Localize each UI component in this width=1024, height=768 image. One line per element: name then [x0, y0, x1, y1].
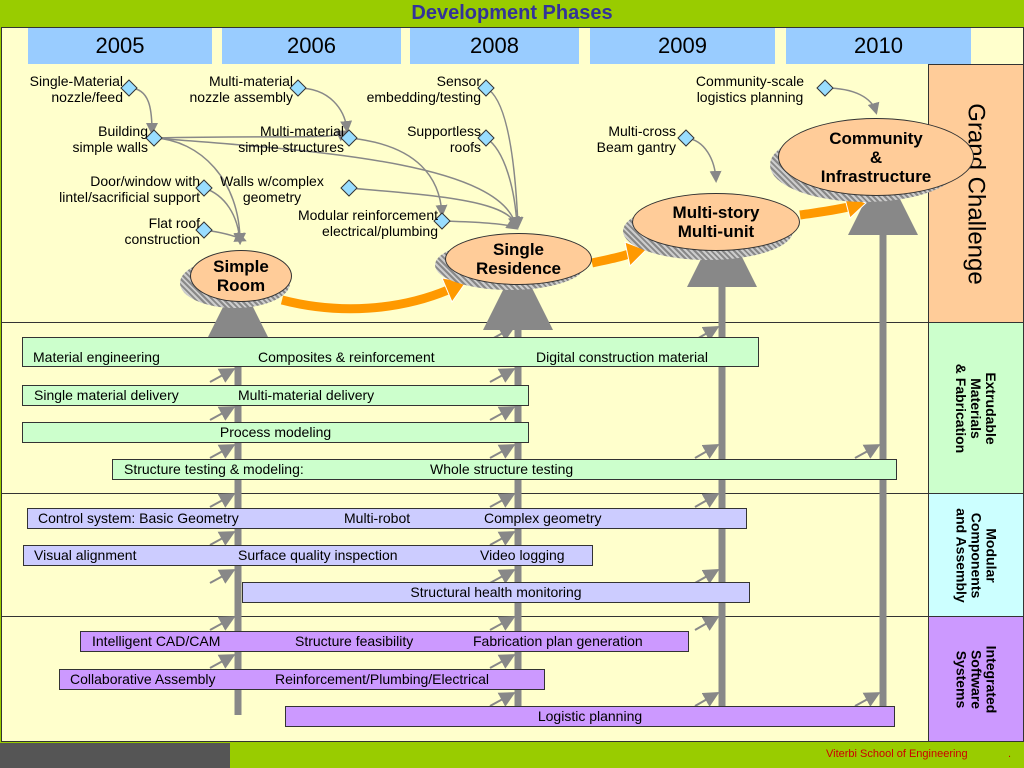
- bar-collaborative-assembly: Collaborative Assembly: [70, 671, 216, 687]
- bar-process-modeling: Process modeling: [219, 424, 332, 440]
- bar-cad: Intelligent CAD/CAM Structure feasibilit…: [80, 631, 689, 652]
- task-supportless: Supportless roofs: [407, 123, 481, 155]
- task-multi-material-structures: Multi-material simple structures: [238, 123, 344, 155]
- task-modular-reinforcement: Modular reinforcement electrical/plumbin…: [297, 207, 438, 239]
- task-building-simple-walls: Building simple walls: [72, 123, 148, 155]
- bar-multi-delivery: Multi-material delivery: [238, 387, 375, 403]
- milestone-single-residence: Single Residence: [445, 233, 592, 285]
- bar-structure-testing: Structure testing & modeling: Whole stru…: [112, 459, 897, 480]
- bar-single-delivery: Single material delivery: [34, 387, 179, 403]
- task-sensor: Sensor embedding/testing: [366, 73, 481, 105]
- footer-school: Viterbi School of Engineering: [826, 748, 968, 760]
- footer-right: [230, 743, 1024, 768]
- task-community-scale: Community-scale logistics planning: [695, 73, 805, 105]
- page-title: Development Phases: [411, 2, 613, 24]
- bar-digital-construction: Digital construction material: [536, 349, 708, 365]
- year-2008: 2008: [410, 28, 579, 64]
- bar-structure-testing-modeling: Structure testing & modeling:: [124, 461, 304, 477]
- bar-materials: Material engineering Composites & reinfo…: [22, 337, 759, 367]
- task-multi-material-nozzle: Multi-material nozzle assembly: [189, 73, 294, 105]
- bar-material-engineering: Material engineering: [33, 349, 160, 365]
- side-integrated: Integrated Software Systems: [928, 616, 1024, 742]
- milestone-community: Community & Infrastructure: [778, 118, 974, 196]
- bar-intelligent-cad: Intelligent CAD/CAM: [92, 633, 221, 649]
- side-grand-challenge: Grand Challenge: [928, 64, 1024, 323]
- year-2009: 2009: [590, 28, 775, 64]
- bar-multi-robot: Multi-robot: [344, 510, 411, 526]
- bar-composites: Composites & reinforcement: [258, 349, 435, 365]
- footer-dot: .: [1008, 748, 1012, 760]
- task-door-window: Door/window with lintel/sacrificial supp…: [59, 173, 200, 205]
- footer-left: [0, 743, 230, 768]
- bar-control-system: Control system: Basic Geometry: [38, 510, 239, 526]
- bar-video-logging: Video logging: [480, 547, 565, 563]
- bar-surface-quality: Surface quality inspection: [238, 547, 398, 563]
- bar-control: Control system: Basic Geometry Multi-rob…: [27, 508, 747, 529]
- bar-visual-alignment: Visual alignment: [34, 547, 137, 563]
- bar-whole-structure: Whole structure testing: [430, 461, 574, 477]
- bar-complex-geometry: Complex geometry: [484, 510, 602, 526]
- bar-process: Process modeling: [22, 422, 529, 443]
- bar-logistic-planning: Logistic planning: [537, 708, 643, 724]
- bar-health: Structural health monitoring: [242, 582, 750, 603]
- year-2006: 2006: [222, 28, 401, 64]
- bar-logistic: Logistic planning: [285, 706, 895, 727]
- bar-visual: Visual alignment Surface quality inspect…: [23, 545, 593, 566]
- milestone-multi-story: Multi-story Multi-unit: [632, 193, 800, 251]
- task-single-material: Single-Material nozzle/feed: [29, 73, 123, 105]
- task-walls-complex: Walls w/complex geometry: [220, 173, 324, 205]
- side-extrudable: Extrudable Materials & Fabrication: [928, 322, 1024, 494]
- bar-structural-health: Structural health monitoring: [410, 584, 582, 600]
- side-modular: Modular Components and Assembly: [928, 493, 1024, 617]
- bar-fabrication-plan: Fabrication plan generation: [473, 633, 643, 649]
- year-2010: 2010: [786, 28, 971, 64]
- bar-structure-feasibility: Structure feasibility: [295, 633, 414, 649]
- year-2005: 2005: [28, 28, 212, 64]
- task-multi-cross: Multi-cross Beam gantry: [596, 123, 676, 155]
- bar-reinforcement: Reinforcement/Plumbing/Electrical: [275, 671, 489, 687]
- bar-collab: Collaborative Assembly Reinforcement/Plu…: [59, 669, 545, 690]
- milestone-simple-room: Simple Room: [190, 250, 292, 302]
- task-flat-roof: Flat roof construction: [124, 215, 200, 247]
- diamond-icon: [120, 79, 834, 239]
- bar-delivery: Single material delivery Multi-material …: [22, 385, 529, 406]
